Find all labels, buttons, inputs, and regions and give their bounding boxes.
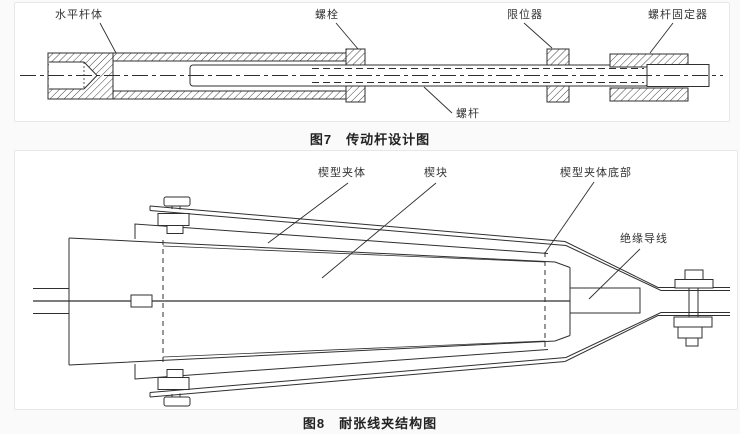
label-screw-rod: 螺杆 [456, 108, 480, 120]
fig8-leader-lines [267, 181, 641, 300]
label-wedge-clamp-body: 楔型夹体 [318, 167, 366, 179]
label-horizontal-rod-body: 水平杆体 [55, 9, 103, 21]
fig8-top-fastener [157, 196, 191, 234]
fig8-bottom-shell [68, 335, 571, 397]
figure7-caption: 图7 传动杆设计图 [309, 132, 431, 147]
fig8-tension-clamp-drawing [33, 181, 730, 407]
fig8-insulated-conductor [569, 267, 641, 336]
fig8-left-stubs [33, 288, 69, 314]
fig7-left-end-cap [47, 52, 114, 100]
fig8-bottom-fastener [157, 369, 191, 407]
fig8-key-block [130, 294, 153, 308]
label-bolt: 螺栓 [315, 9, 339, 21]
label-screw-rod-fixer: 螺杆固定器 [648, 9, 708, 21]
label-limiter: 限位器 [507, 9, 543, 21]
fig7-transmission-rod-drawing [20, 22, 723, 114]
fig7-limiter [546, 48, 570, 103]
fig8-right-bolt [673, 269, 714, 347]
figure8-caption: 图8 耐张线夹结构图 [302, 416, 438, 431]
label-insulated-conductor: 绝缘导线 [620, 233, 668, 245]
label-wedge-clamp-body-bottom: 楔型夹体底部 [560, 167, 632, 179]
fig7-leader-lines [99, 22, 674, 114]
fig8-top-shell [68, 206, 571, 268]
fig7-screw-rod-fixer [609, 53, 710, 102]
fig7-bolt [345, 48, 366, 103]
label-wedge-block: 楔块 [424, 167, 448, 179]
